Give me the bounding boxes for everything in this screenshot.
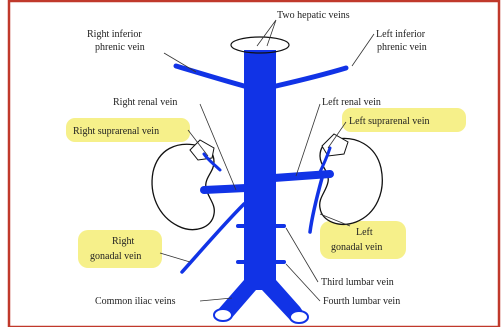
label-left-suprarenal-vein: Left suprarenal vein	[349, 116, 430, 127]
label-common-iliac-veins: Common iliac veins	[95, 296, 176, 307]
hepatic-vein-right	[250, 45, 256, 49]
leader-left-renal	[296, 104, 320, 176]
label-right-gonadal-2: gonadal vein	[90, 251, 141, 262]
label-right-suprarenal-vein: Right suprarenal vein	[73, 126, 159, 137]
label-fourth-lumbar-vein: Fourth lumbar vein	[323, 296, 400, 307]
label-left-gonadal-1: Left	[356, 227, 373, 238]
iliac-end-left	[290, 311, 308, 323]
iliac-end-right	[214, 309, 232, 321]
label-left-renal-vein: Left renal vein	[322, 97, 381, 108]
leader-left-inferior-phrenic	[352, 34, 374, 66]
label-right-inferior-phrenic-1: Right inferior	[87, 29, 142, 40]
label-left-gonadal-2: gonadal vein	[331, 242, 382, 253]
leader-two-hepatic-veins	[257, 20, 276, 46]
right-inferior-phrenic-vein	[176, 66, 244, 86]
label-right-gonadal-1: Right	[112, 236, 134, 247]
label-left-inferior-phrenic-1: Left inferior	[376, 29, 426, 40]
label-left-inferior-phrenic-2: phrenic vein	[377, 42, 427, 53]
leader-third-lumbar	[286, 228, 318, 282]
label-third-lumbar-vein: Third lumbar vein	[321, 277, 394, 288]
label-two-hepatic-veins: Two hepatic veins	[277, 10, 350, 21]
label-right-renal-vein: Right renal vein	[113, 97, 177, 108]
leader-fourth-lumbar	[286, 264, 320, 301]
right-renal-vein	[204, 188, 246, 190]
label-right-inferior-phrenic-2: phrenic vein	[95, 42, 145, 53]
left-inferior-phrenic-vein	[276, 68, 346, 86]
leader-right-gonadal	[160, 253, 190, 262]
